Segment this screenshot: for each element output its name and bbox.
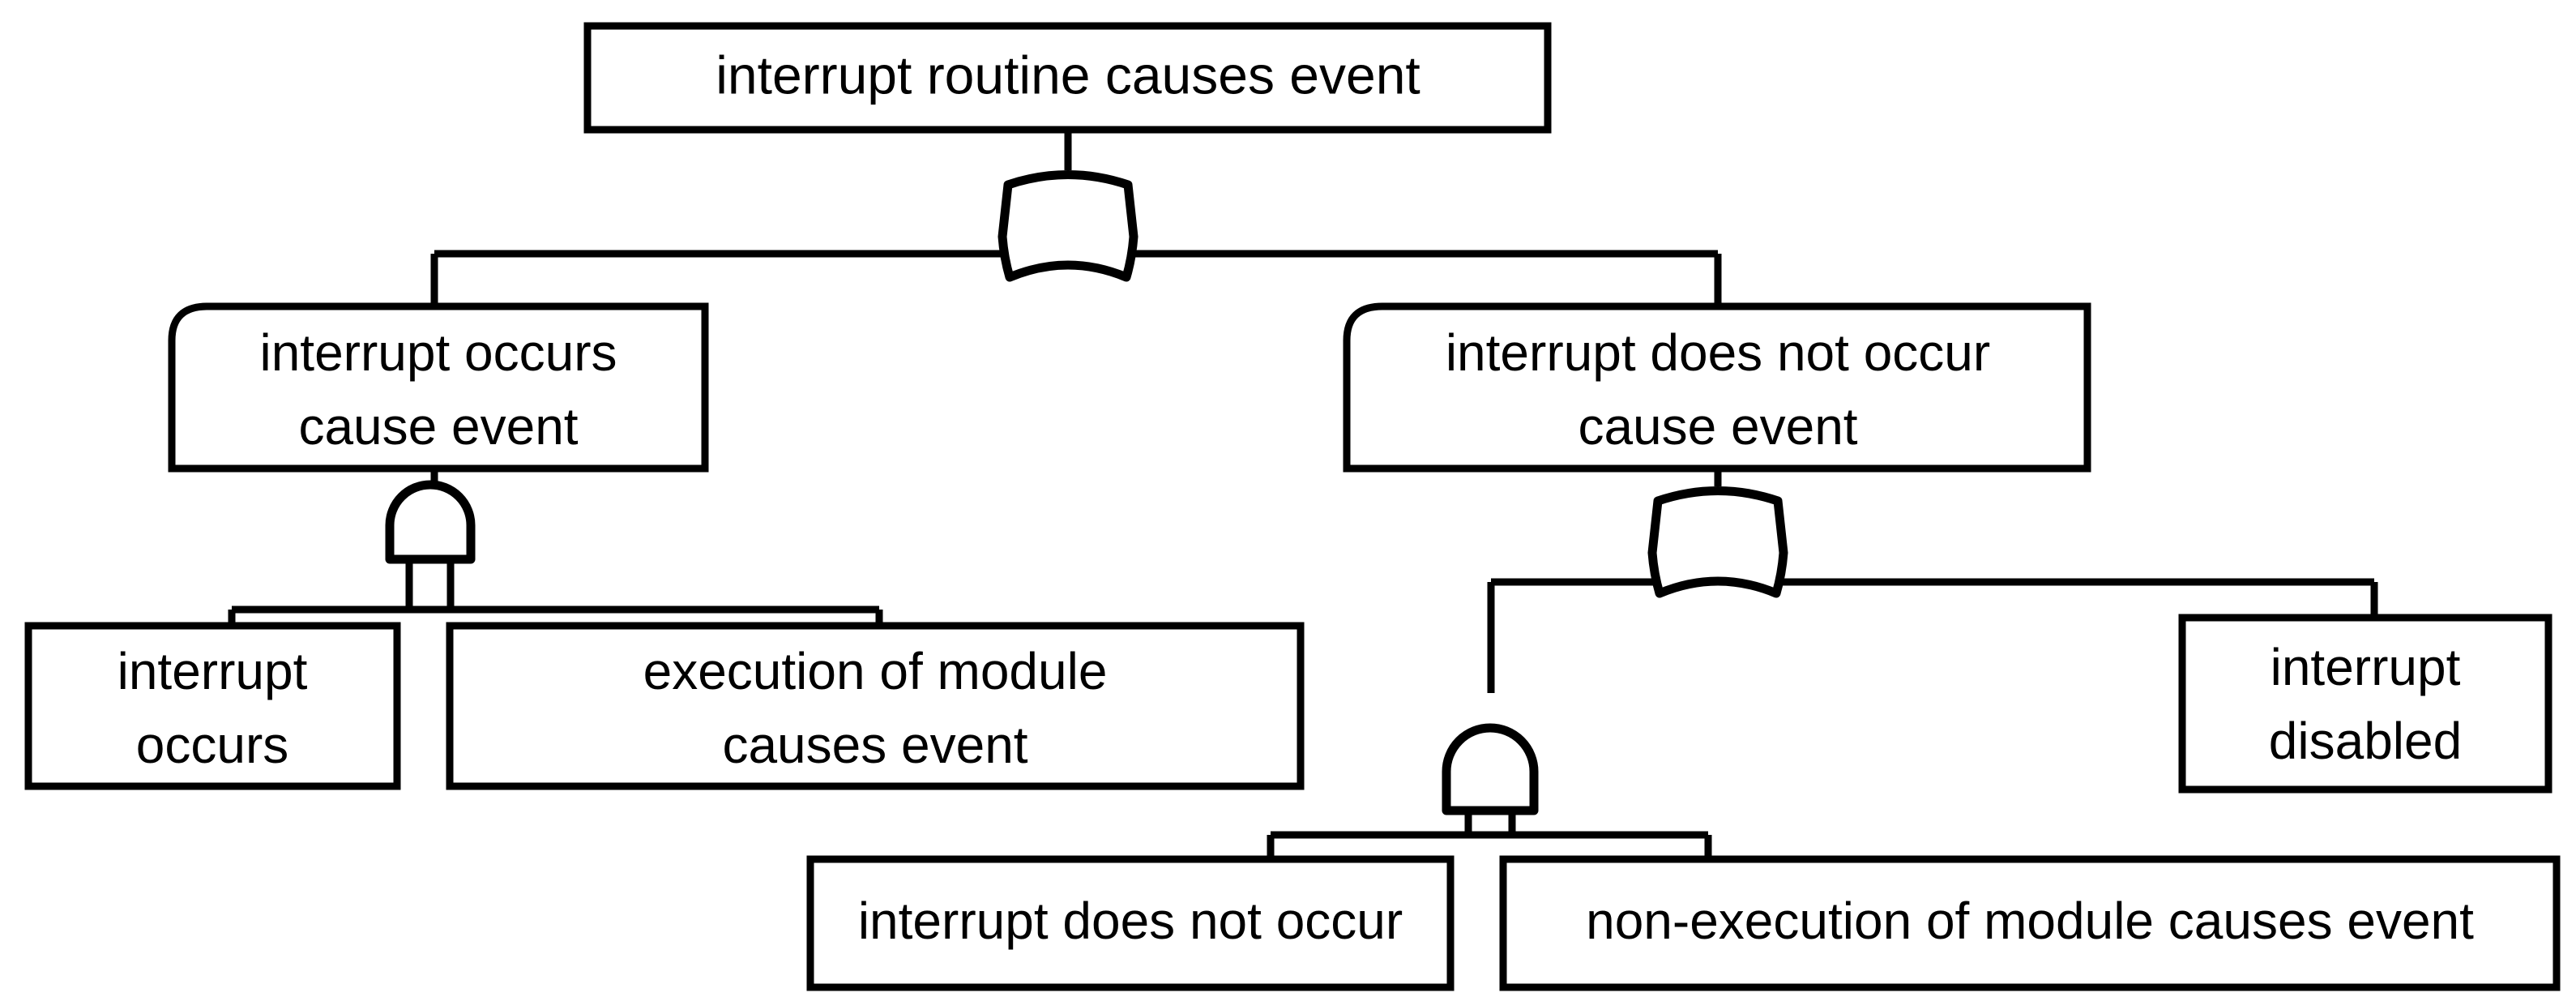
node-interrupt-does-not-occur-cause-event-line2: cause event	[1578, 397, 1857, 456]
node-interrupt-does-not-occur-cause-event-line1: interrupt does not occur	[1446, 323, 1990, 382]
and-gate-bottom[interactable]	[1442, 723, 1539, 815]
node-interrupt-does-not-occur-box[interactable]	[806, 855, 1455, 991]
node-interrupt-occurs-cause-event-line2: cause event	[298, 397, 578, 456]
node-execution-of-module-causes-event-box[interactable]	[446, 622, 1305, 790]
and-gate-left[interactable]	[385, 480, 476, 564]
node-interrupt-occurs-line1: interrupt	[117, 642, 308, 700]
node-interrupt-occurs-cause-event-line1: interrupt occurs	[259, 323, 617, 382]
node-interrupt-occurs-cause-event-box[interactable]	[168, 302, 709, 473]
node-interrupt-disabled-line1: interrupt	[2271, 638, 2461, 696]
node-execution-of-module-line1: execution of module	[643, 642, 1108, 700]
node-non-execution-of-module-causes-event-box[interactable]	[1499, 855, 2561, 991]
node-top-event-label: interrupt routine causes event	[716, 45, 1420, 105]
node-execution-of-module-line2: causes event	[722, 716, 1027, 774]
node-interrupt-occurs-box[interactable]	[24, 622, 401, 790]
or-gate-top[interactable]	[998, 170, 1138, 282]
node-interrupt-does-not-occur-cause-event-box[interactable]	[1343, 302, 2091, 473]
node-interrupt-does-not-occur-line1: interrupt does not occur	[858, 892, 1403, 950]
node-interrupt-disabled-box[interactable]	[2178, 614, 2553, 794]
node-interrupt-occurs-line2: occurs	[136, 716, 289, 774]
node-interrupt-disabled-line2: disabled	[2269, 712, 2462, 770]
or-gate-right[interactable]	[1647, 486, 1788, 598]
node-top-event-box[interactable]	[583, 22, 1552, 134]
node-non-execution-of-module-line1: non-execution of module causes event	[1586, 892, 2474, 950]
